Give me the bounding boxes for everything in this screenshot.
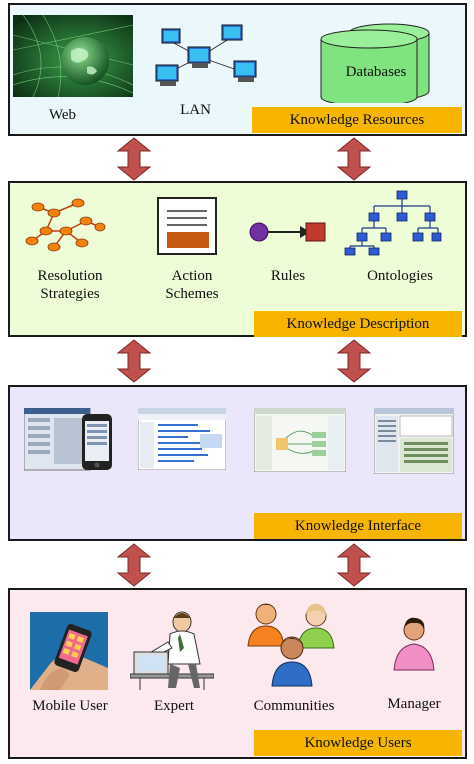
document-scheme-icon — [157, 197, 217, 255]
people-group-icon — [244, 600, 344, 690]
expert-label: Expert — [154, 698, 194, 714]
database-cylinders-icon — [319, 21, 459, 103]
graph-editor-screenshot — [254, 408, 346, 472]
ontologies-label: Ontologies — [367, 268, 433, 284]
phone-in-hand-icon — [30, 612, 108, 690]
knowledge-users-tag: Knowledge Users — [254, 730, 462, 756]
web-app-screenshot — [138, 408, 226, 470]
double-arrow-icon — [336, 137, 372, 181]
knowledge-users-layer: Mobile User Expert — [8, 588, 467, 759]
lan-label: LAN — [180, 102, 211, 118]
resolution-strategies-label: Resolution Strategies — [37, 268, 103, 302]
knowledge-resources-tag: Knowledge Resources — [252, 107, 462, 133]
double-arrow-icon — [116, 137, 152, 181]
mobile-user-label: Mobile User — [32, 698, 108, 714]
double-arrow-icon — [116, 339, 152, 383]
expert-at-desk-icon — [130, 608, 214, 692]
mobile-app-screenshot — [24, 408, 118, 472]
network-computers-icon — [150, 23, 260, 91]
graph-network-icon — [24, 197, 106, 255]
double-arrow-icon — [336, 543, 372, 587]
action-schemes-label: Action Schemes — [165, 268, 219, 302]
double-arrow-icon — [336, 339, 372, 383]
manager-person-icon — [390, 616, 440, 672]
manager-label: Manager — [387, 696, 441, 712]
rules-label: Rules — [270, 268, 306, 284]
tree-hierarchy-icon — [344, 188, 442, 256]
rule-arrow-icon — [248, 220, 328, 244]
communities-label: Communities — [253, 698, 335, 714]
knowledge-interface-tag: Knowledge Interface — [254, 513, 462, 539]
knowledge-resources-layer: Web LAN Da — [8, 3, 467, 136]
databases-label: Databases — [345, 64, 407, 80]
globe-icon — [13, 15, 133, 97]
knowledge-interface-layer: Knowledge Interface — [8, 385, 467, 541]
knowledge-description-tag: Knowledge Description — [254, 311, 462, 337]
double-arrow-icon — [116, 543, 152, 587]
web-label: Web — [48, 107, 77, 123]
knowledge-description-layer: Resolution Strategies Action Schemes Rul… — [8, 181, 467, 337]
ontology-editor-screenshot — [374, 408, 454, 474]
